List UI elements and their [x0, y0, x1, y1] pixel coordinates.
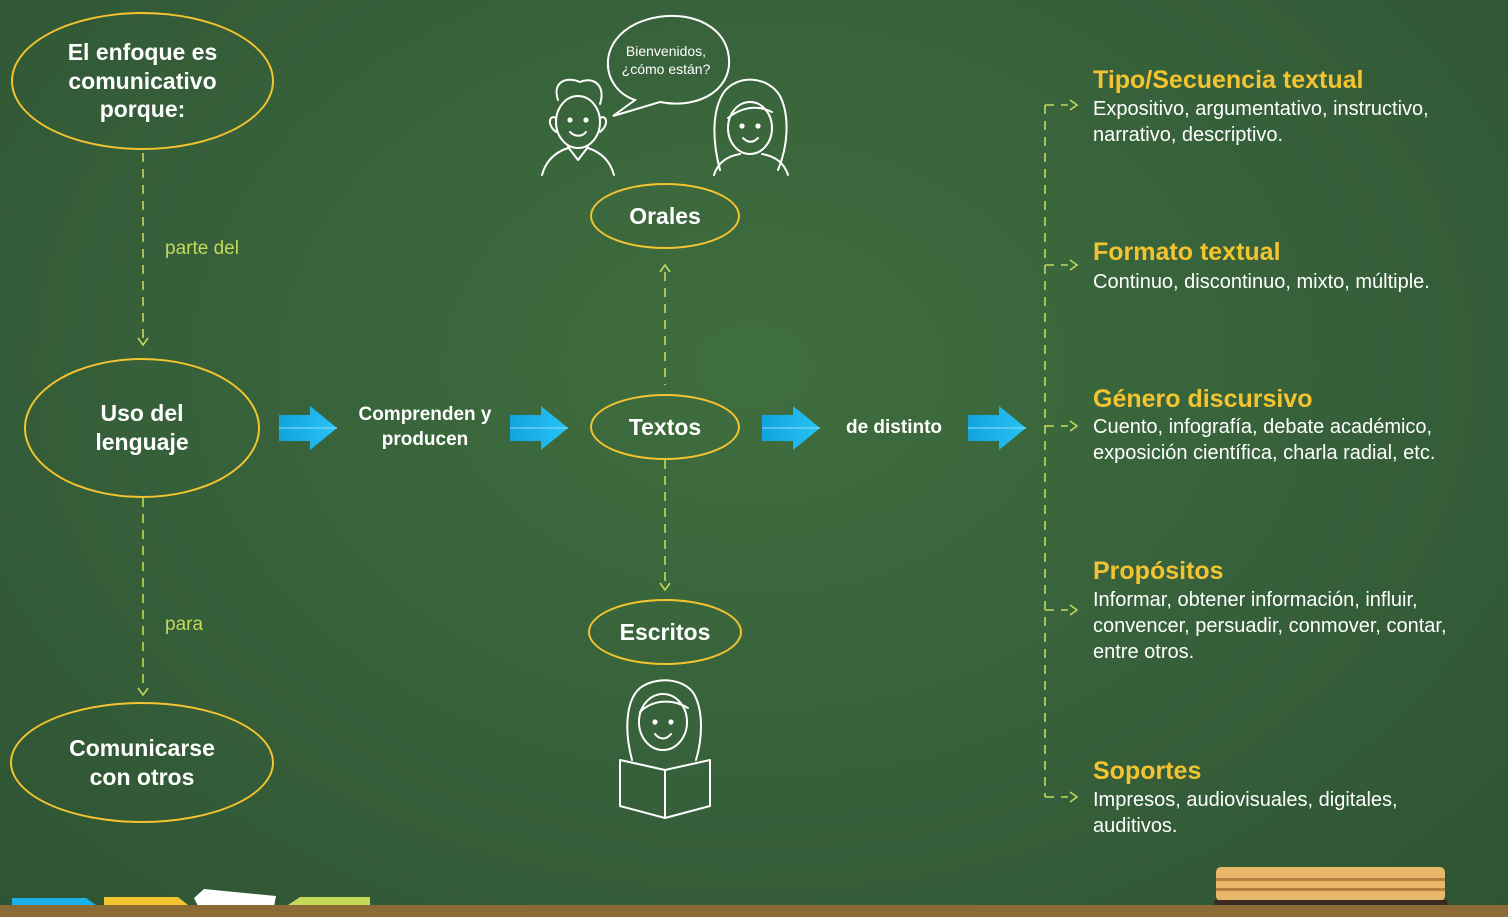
- category-text: Expositivo, argumentativo, instructivo, …: [1093, 98, 1429, 146]
- link-label-para: para: [165, 614, 204, 635]
- node-uso-lenguaje: Uso del lenguaje: [24, 358, 260, 498]
- category-title: Propósitos: [1093, 557, 1224, 585]
- speech-bubble: [606, 14, 731, 117]
- arrow-right-icon: [968, 406, 1026, 450]
- link-label-parte-del: parte del: [165, 238, 239, 259]
- person-reading-icon: [619, 679, 711, 819]
- arrow-right-icon: [510, 406, 568, 450]
- node-comunicarse: Comunicarse con otros: [10, 702, 274, 823]
- category-text: Impresos, audiovisuales, digitales, audi…: [1093, 789, 1398, 837]
- node-escritos: Escritos: [588, 599, 742, 665]
- people-talking-icon: [541, 78, 789, 176]
- chalk-ledge: [0, 905, 1508, 917]
- category-title: Tipo/Secuencia textual: [1093, 66, 1364, 94]
- category-text: Informar, obtener información, influir, …: [1093, 589, 1447, 663]
- category-title: Formato textual: [1093, 238, 1281, 266]
- node-orales: Orales: [590, 183, 740, 249]
- category-text: Continuo, discontinuo, mixto, múltiple.: [1093, 271, 1430, 293]
- category-title: Género discursivo: [1093, 385, 1313, 413]
- flow-label-de-distinto: de distinto: [845, 417, 943, 438]
- arrowhead-up-icon: [659, 263, 671, 273]
- arrow-right-icon: [279, 406, 337, 450]
- arrowhead-down-icon: [137, 687, 149, 697]
- category-title: Soportes: [1093, 757, 1202, 785]
- flow-label-comprenden: Comprenden y producen: [358, 404, 492, 450]
- node-enfoque: El enfoque es comunicativo porque:: [11, 12, 274, 150]
- category-text: Cuento, infografía, debate académico, ex…: [1093, 416, 1436, 464]
- speech-bubble-text: Bienvenidos, ¿cómo están?: [621, 43, 711, 78]
- arrowhead-down-icon: [137, 337, 149, 347]
- arrowhead-down-icon: [659, 582, 671, 592]
- node-textos: Textos: [590, 394, 740, 460]
- arrow-right-icon: [762, 406, 820, 450]
